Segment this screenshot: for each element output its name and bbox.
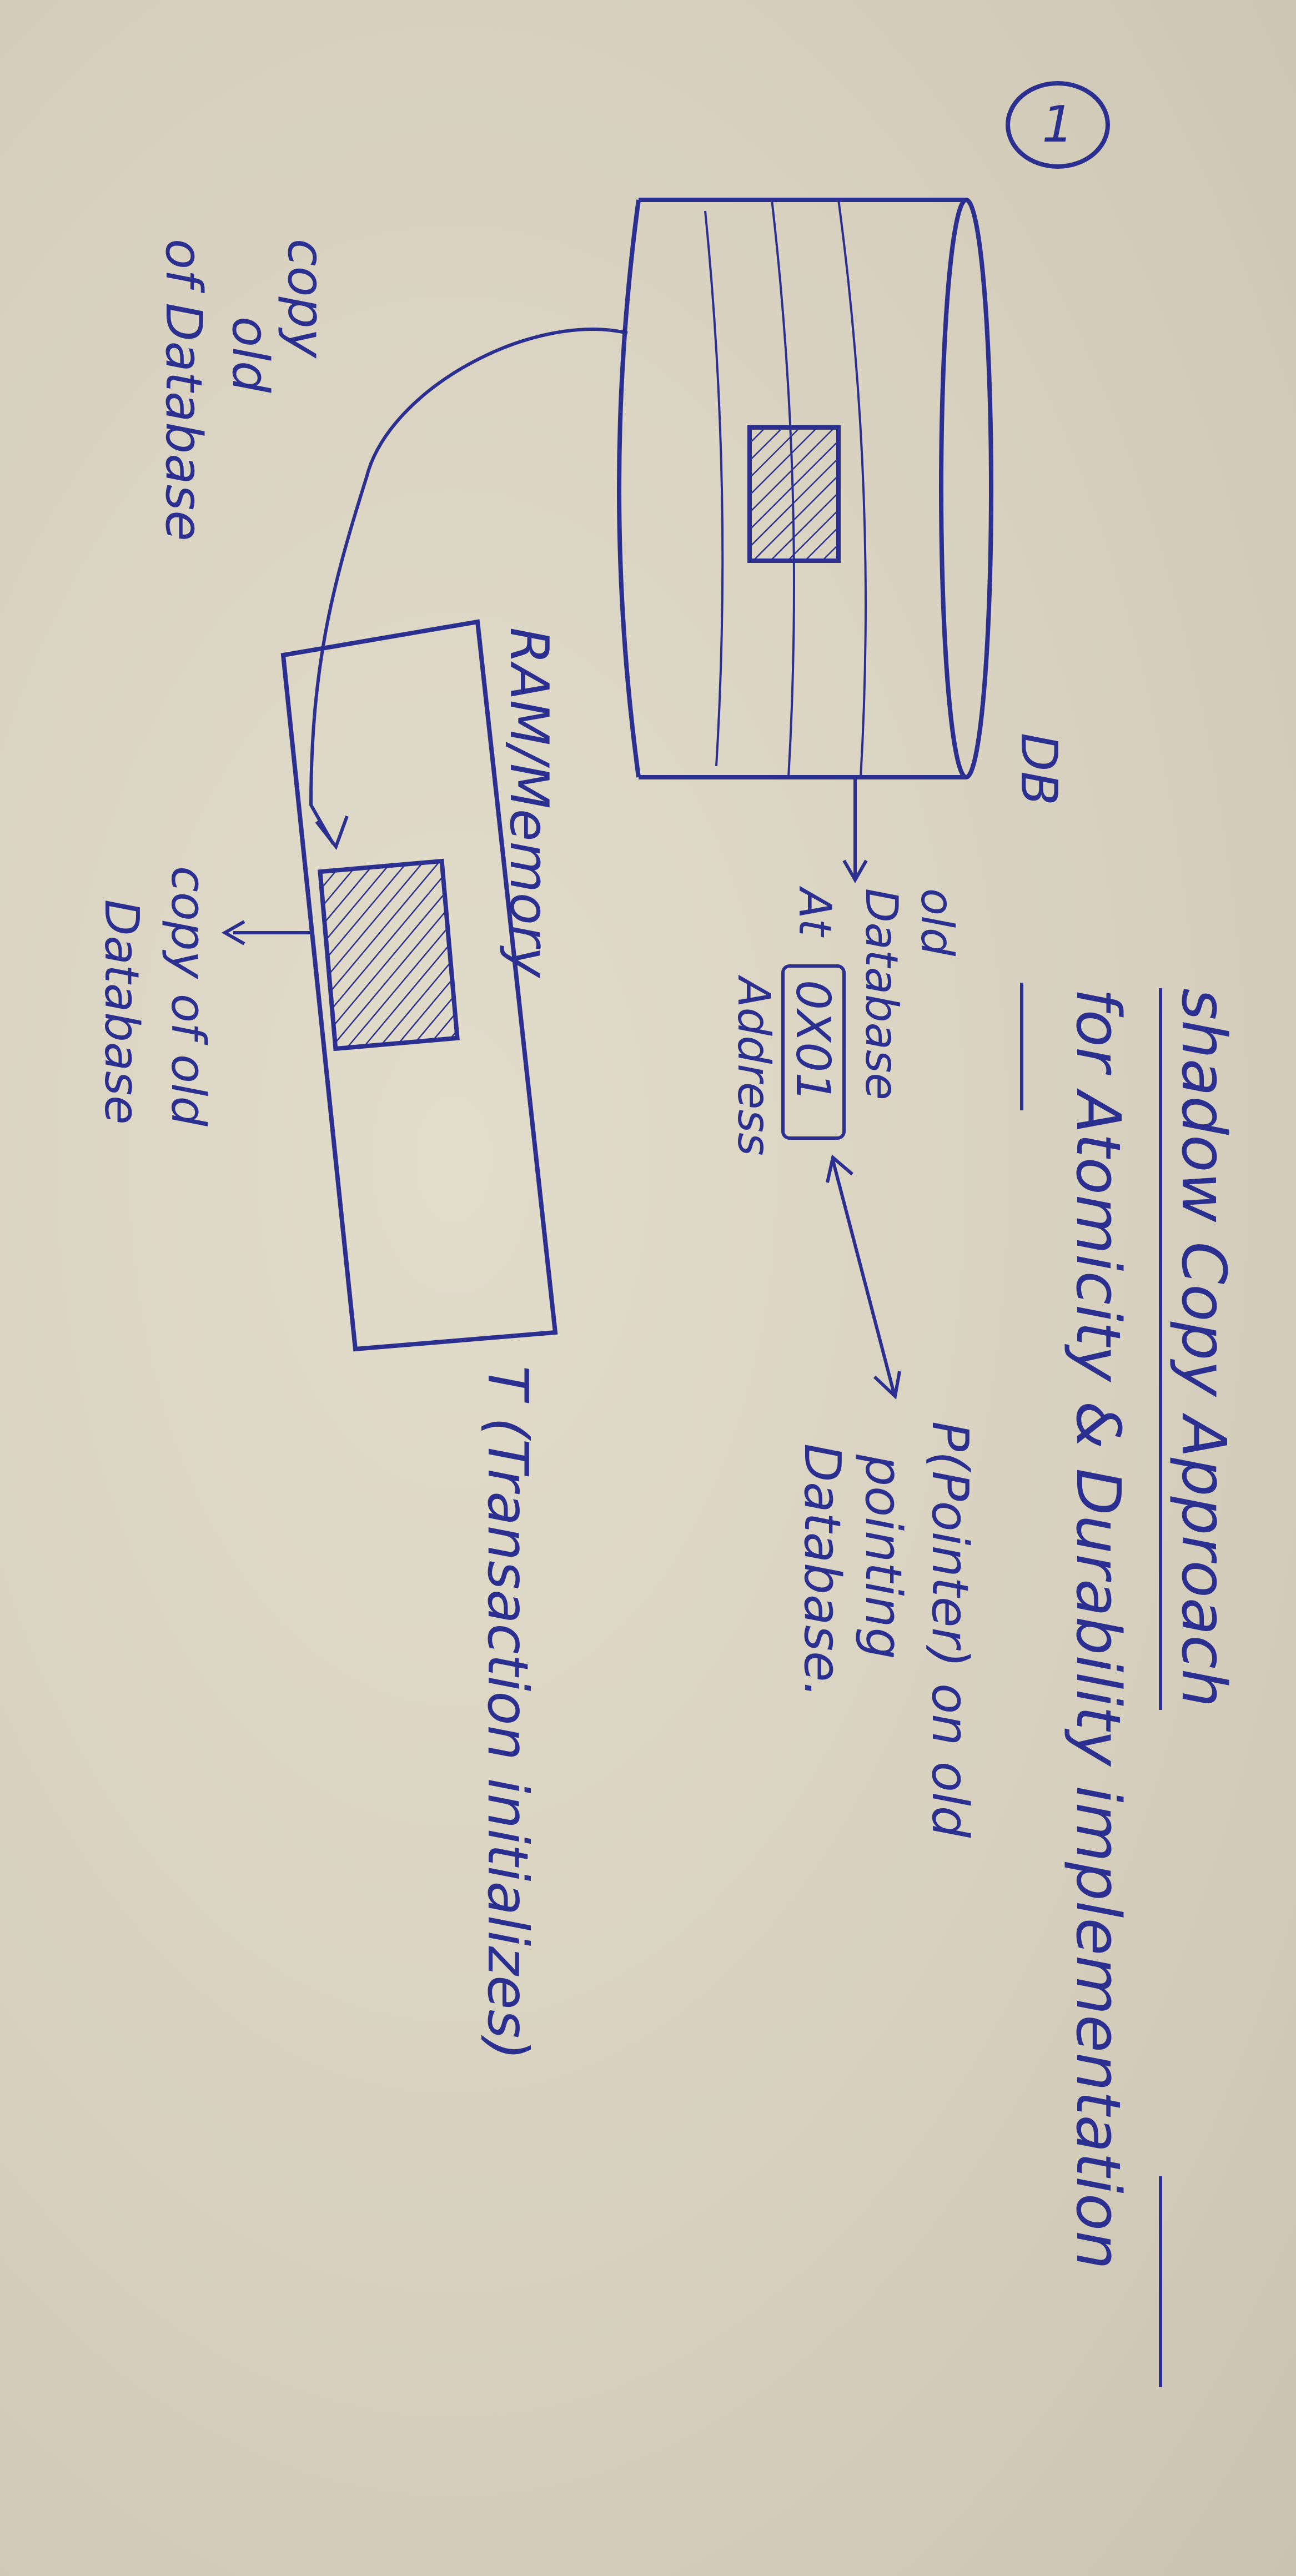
pointer-arrow xyxy=(826,1154,901,1400)
left-label-line1: copy xyxy=(277,239,335,359)
copy-arrow xyxy=(309,328,628,851)
heading-underlines xyxy=(1020,983,1162,2387)
old-db-line1: old xyxy=(911,888,963,957)
number-circle: 1 xyxy=(1006,81,1110,169)
pointer-note: P(Pointer) on old pointing Database. xyxy=(793,1421,979,1838)
ram-label: RAM/Memory xyxy=(498,627,559,979)
ram-memory-box xyxy=(280,619,558,1352)
pointer-line2: pointing xyxy=(854,1454,912,1659)
left-label: copy old of Database xyxy=(154,239,335,541)
heading-line1: shadow Copy Approach xyxy=(1168,988,1239,1708)
heading-line2: for Atomicity & Durability implementatio… xyxy=(1063,988,1134,2270)
address-value: 0X01 xyxy=(785,980,840,1102)
db-to-old-arrow xyxy=(842,777,868,884)
left-label-line3: of Database xyxy=(154,239,213,541)
copy-label-arrow xyxy=(221,920,311,945)
transaction-label: T (Transaction initializes) xyxy=(475,1366,540,2060)
heading-group: shadow Copy Approach for Atomicity & Dur… xyxy=(1063,988,1239,2270)
pointer-line1: P(Pointer) on old xyxy=(921,1421,979,1838)
pointer-line3: Database. xyxy=(793,1443,851,1698)
old-db-line4: Address xyxy=(728,974,780,1156)
copied-data-block xyxy=(318,858,460,1051)
old-db-line3: At xyxy=(789,886,841,938)
left-label-line2: old xyxy=(221,316,279,393)
db-label: DB xyxy=(1009,733,1068,806)
old-db-note: old Database At 0X01 Address xyxy=(728,886,963,1156)
old-db-line2: Database xyxy=(856,888,907,1100)
copy-label-line1: copy of old xyxy=(160,866,215,1127)
copy-label: copy of old Database xyxy=(94,866,215,1127)
number-label: 1 xyxy=(1042,95,1073,154)
copy-label-line2: Database xyxy=(94,899,149,1125)
old-data-block xyxy=(747,425,841,563)
